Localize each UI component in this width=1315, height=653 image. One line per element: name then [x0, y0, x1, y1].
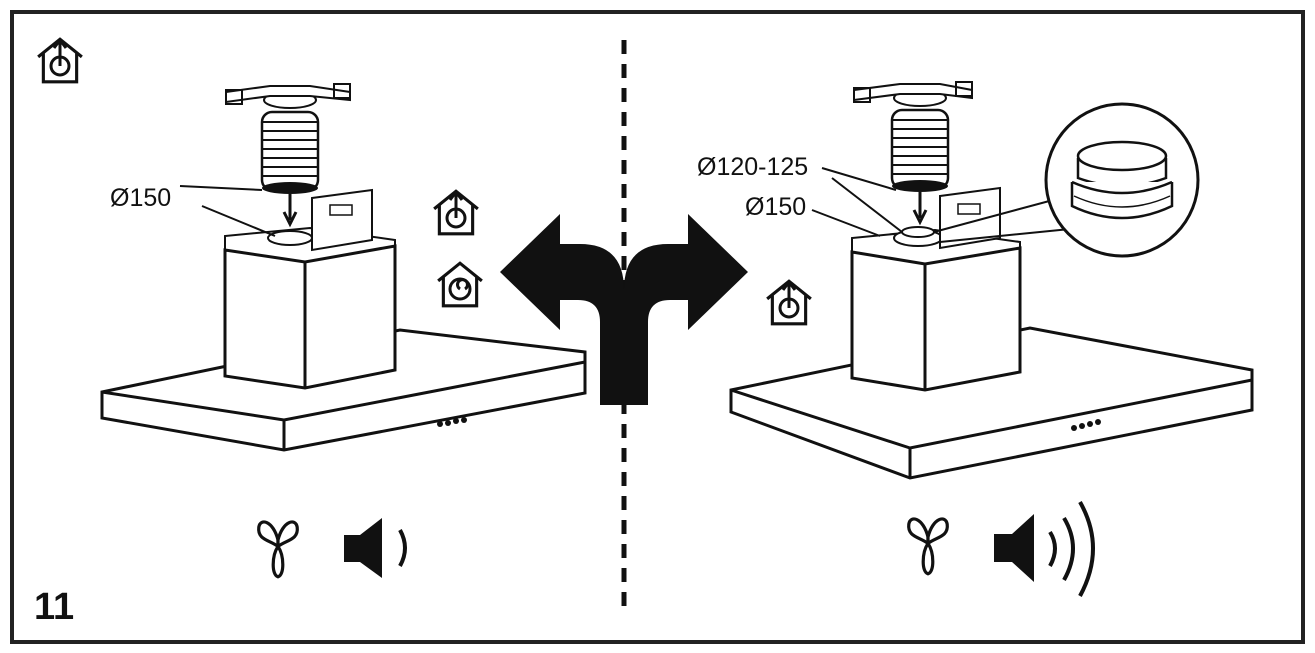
- speaker-high-icon: [994, 501, 1095, 597]
- control-buttons: [1071, 419, 1101, 431]
- house-extraction-icon: [765, 279, 813, 326]
- speaker-low-icon: [344, 518, 407, 578]
- cooker-hood-left: [100, 83, 587, 452]
- insert-arrow-right: [912, 192, 928, 226]
- control-buttons: [437, 417, 467, 427]
- fan-icon: [907, 517, 949, 576]
- step-number: 11: [34, 586, 75, 628]
- house-recirculation-icon: [436, 261, 484, 308]
- cooker-hood-right: [729, 81, 1254, 480]
- house-extraction-icon: [432, 189, 480, 236]
- fan-icon: [257, 520, 299, 579]
- figure-border: [10, 10, 1305, 644]
- flexible-duct-left: [225, 83, 351, 194]
- diameter-label-left: Ø150: [110, 184, 172, 212]
- reducer-label-right: Ø120-125: [697, 153, 809, 181]
- center-split-arrow: [500, 214, 748, 405]
- diameter-label-right: Ø150: [745, 193, 807, 221]
- duct-reducer-detail: [1044, 102, 1200, 258]
- flexible-duct-right: [853, 81, 973, 192]
- insert-arrow-left: [282, 194, 298, 228]
- house-extraction-icon: [36, 37, 84, 84]
